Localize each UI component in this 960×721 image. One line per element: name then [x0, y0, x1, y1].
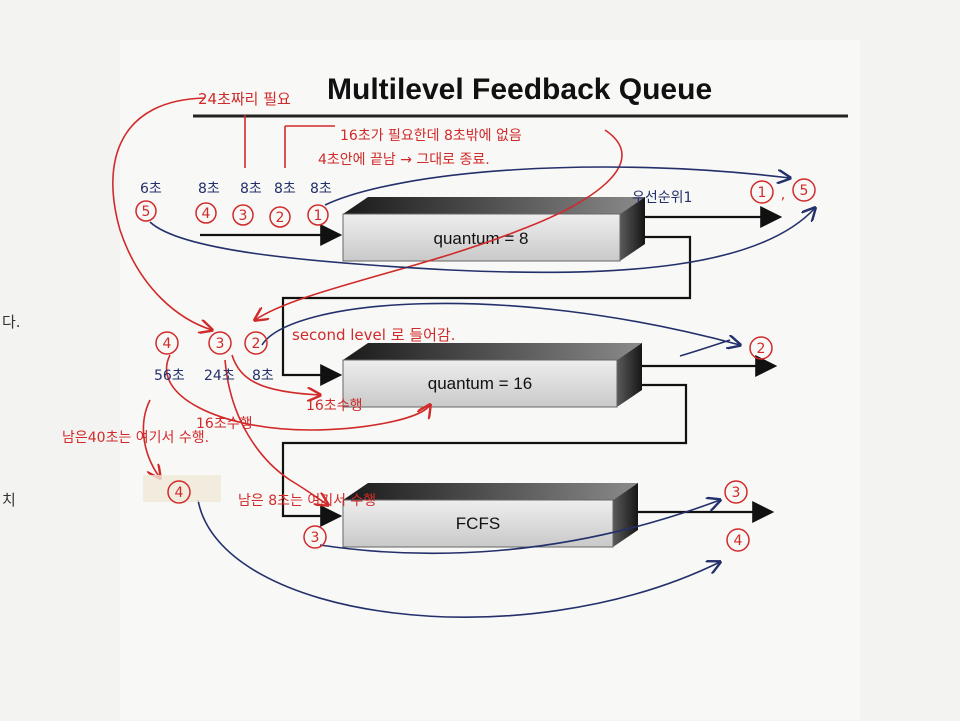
time-l2-2: 8초: [252, 368, 274, 384]
flow-arrows: [200, 206, 783, 527]
out-1: 1: [758, 185, 767, 201]
level2-procs: [155, 331, 268, 355]
proc-l2-4: 4: [163, 336, 172, 352]
arrow-2-to-out: [261, 302, 740, 345]
queue-label-3: FCFS: [456, 514, 500, 533]
proc-circle: [303, 525, 327, 549]
arrow-run16b: [165, 354, 430, 431]
demote-arrow-2: [281, 383, 688, 527]
level1-times: 6초 8초 8초 8초 8초: [140, 181, 332, 197]
output-labels: 1 , 5 2 3 4: [732, 183, 809, 549]
proc-l3-4: 4: [175, 485, 184, 501]
margin-text-1: 다.: [2, 313, 21, 331]
arrow-5-to-out: [149, 208, 815, 274]
time-l1-2: 8초: [274, 181, 296, 197]
out-5: 5: [800, 183, 809, 199]
note-second-level: second level 로 들어감.: [292, 326, 455, 344]
arrow-down-to-3: [224, 359, 328, 505]
proc-l1-5: 5: [142, 204, 151, 220]
proc-l1-3: 3: [239, 208, 248, 224]
out-comma: ,: [781, 187, 785, 203]
time-l2-4: 56초: [154, 368, 185, 384]
proc-l2-2: 2: [252, 336, 261, 352]
tick-out-2: [679, 339, 731, 357]
queue-label-1: quantum = 8: [434, 229, 529, 248]
time-l1-5: 6초: [140, 181, 162, 197]
proc-l3-3: 3: [311, 530, 320, 546]
note-priority: 우선순위1: [632, 190, 692, 206]
level2-proc-labels: 4 3 2: [163, 336, 261, 352]
arrow-1-to-out: [324, 166, 790, 206]
queue-box-3: FCFS: [342, 483, 638, 548]
out-2: 2: [757, 341, 766, 357]
level1-procs: [135, 200, 329, 228]
note-top: 24초짜리 필요: [198, 90, 291, 108]
note-4: 4초안에 끝남 → 그대로 종료.: [318, 152, 490, 168]
level1-proc-labels: 5 4 3 2 1: [142, 204, 323, 226]
proc-circle: [135, 200, 157, 222]
proc-l2-3: 3: [216, 336, 225, 352]
proc-l1-4: 4: [202, 206, 211, 222]
level3-proc-labels: 4 3: [175, 485, 320, 546]
level3-procs: [167, 480, 327, 549]
proc-circle: [155, 331, 179, 355]
blue-annotations: [149, 166, 815, 618]
note-run16: 16초수행: [306, 398, 362, 414]
arrow-down-to-4: [142, 399, 160, 478]
time-l2-3: 24초: [204, 368, 235, 384]
proc-circle: [167, 480, 191, 504]
time-l1-1: 8초: [310, 181, 332, 197]
arrow-4-to-out: [197, 499, 720, 618]
margin-text-2: 치: [2, 491, 16, 509]
proc-circle: [726, 528, 750, 552]
output-circles: [724, 178, 816, 552]
out-4: 4: [734, 533, 743, 549]
note-remain8: 남은 8초는 여기서 수행: [238, 493, 376, 509]
note-16: 16초가 필요한데 8초밖에 없음: [340, 128, 522, 144]
proc-circle: [244, 331, 268, 355]
arrow-note-to-level2: [255, 129, 623, 320]
arrow-top-to-level2: [112, 97, 212, 330]
proc-circle: [307, 204, 329, 226]
arrow-run16: [231, 354, 320, 395]
time-l1-4: 8초: [198, 181, 220, 197]
proc-circle: [792, 178, 816, 202]
out-3: 3: [732, 485, 741, 501]
queue-box-2: quantum = 16: [342, 343, 642, 408]
proc-circle: [232, 204, 254, 226]
proc-circle: [749, 336, 773, 360]
level2-times: 56초 24초 8초: [154, 368, 274, 384]
tape-strip: [143, 475, 221, 502]
queue-box-1: quantum = 8: [342, 197, 645, 262]
demote-arrow-1: [281, 235, 692, 386]
note-remain40: 남은40초는 여기서 수행.: [62, 430, 209, 446]
proc-circle: [269, 206, 291, 228]
proc-l1-2: 2: [276, 210, 285, 226]
proc-circle: [750, 180, 774, 204]
proc-circle: [724, 480, 748, 504]
red-annotations: [112, 97, 623, 505]
proc-circle: [208, 331, 232, 355]
arrow-3-to-out: [319, 500, 720, 555]
proc-circle: [195, 202, 217, 224]
note-run16b: 16초수행: [196, 416, 252, 432]
time-l1-3: 8초: [240, 181, 262, 197]
diagram-title: Multilevel Feedback Queue: [327, 73, 712, 106]
proc-l1-1: 1: [314, 208, 323, 224]
queue-label-2: quantum = 16: [428, 374, 532, 393]
